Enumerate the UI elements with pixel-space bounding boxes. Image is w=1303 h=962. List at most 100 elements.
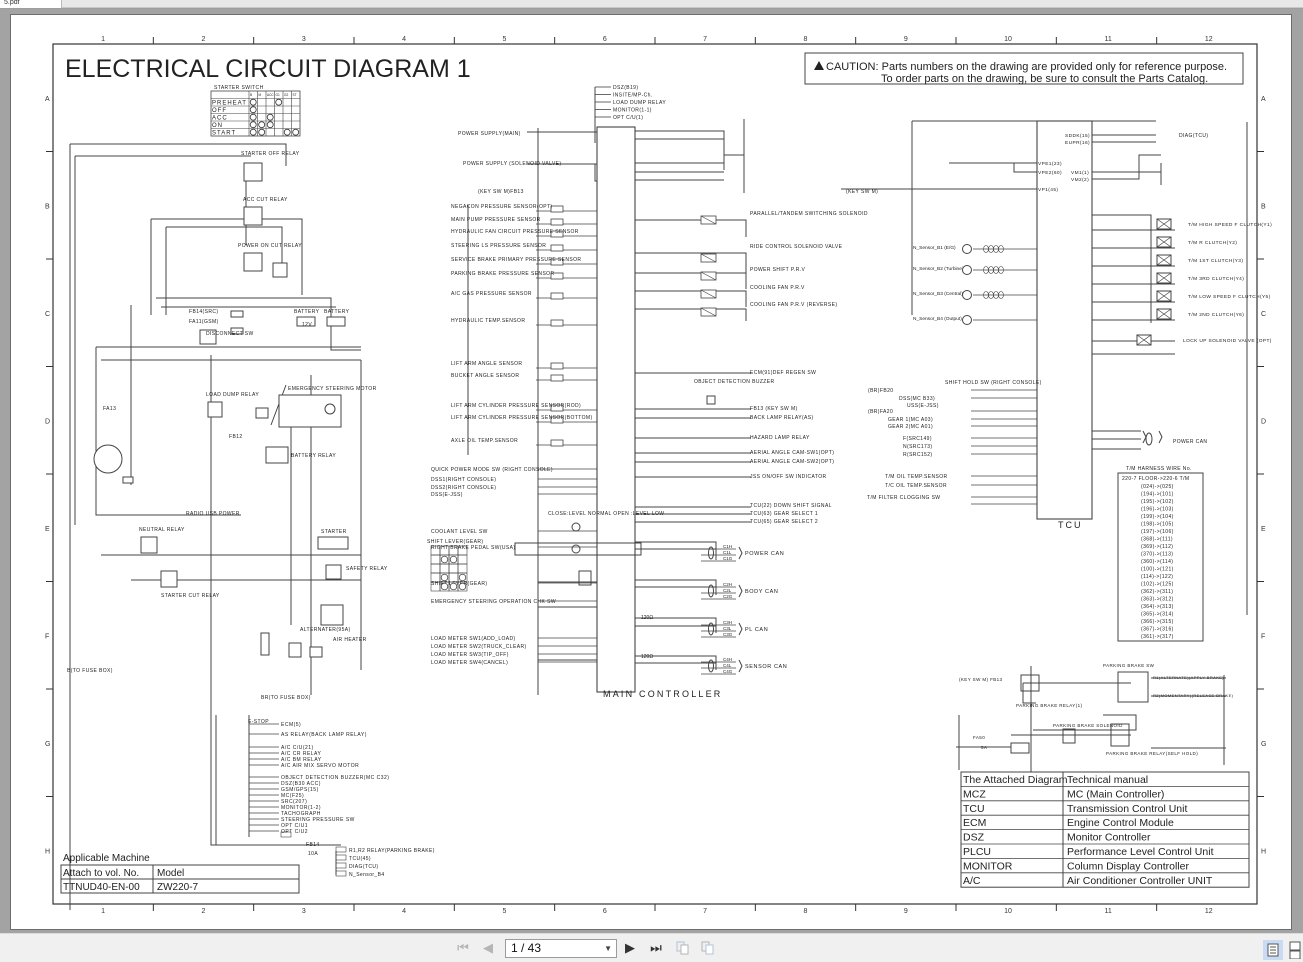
starter-row-label: ACC — [212, 116, 228, 122]
starter-col-label: G1 — [276, 93, 280, 97]
clutch-label: LOCK UP SOLENOID VALVE (OPT) — [1183, 338, 1272, 344]
sensor-connector — [550, 439, 564, 447]
harness-row: (360)->(114) — [1141, 559, 1173, 565]
tcu-input-label: USS(E-JSS) — [907, 403, 939, 409]
caution-box — [804, 52, 1244, 85]
harness-row: (364)->(313) — [1141, 604, 1174, 610]
previous-page-button[interactable]: ◀ — [483, 940, 493, 955]
grid-col-label: 7 — [703, 908, 707, 915]
tcu-power-can: POWER CAN — [1173, 439, 1207, 445]
svg-text:12V: 12V — [302, 322, 312, 328]
estop-output: AS RELAY(BACK LAMP RELAY) — [281, 732, 367, 738]
sensor-connector — [550, 374, 564, 382]
mc-symbols — [514, 395, 716, 586]
main-controller-box — [596, 126, 636, 693]
document-tab[interactable]: 5.pdf — [0, 0, 62, 8]
caution-line-1: CAUTION: Parts numbers on the drawing ar… — [826, 61, 1227, 73]
mc-switch-label: LOAD METER SW1(ADD_LOAD) — [431, 636, 516, 642]
grid-col-label: 12 — [1205, 908, 1213, 915]
grid-col-label: 12 — [1205, 36, 1213, 43]
mc-output-label: COOLING FAN P.R.V — [750, 285, 805, 291]
previous-view-button[interactable] — [675, 940, 691, 956]
svg-text:BR(TO FUSE BOX): BR(TO FUSE BOX) — [261, 695, 311, 701]
sensor-connector — [550, 218, 564, 226]
grid-row-label: F — [45, 633, 49, 640]
mc-switch-label: QUICK POWER MODE SW (RIGHT CONSOLE) — [431, 467, 553, 473]
svg-text:BATTERY: BATTERY — [294, 309, 320, 315]
grid-col-label: 2 — [202, 908, 206, 915]
grid-row-label: G — [45, 741, 50, 748]
mc-output-label: FB13 (KEY SW M) — [750, 406, 798, 412]
parking-brake-outputs: R1(ALTERNATE)(APPLY BRAKE) R2(MOMENTARY)(… — [1153, 675, 1234, 698]
abbr-definition: Column Display Controller — [1067, 860, 1189, 872]
svg-text:FB14(SRC): FB14(SRC) — [189, 309, 218, 315]
page-number-input[interactable]: 1 / 43 ▼ — [505, 939, 617, 958]
parking-brake-output: R1(ALTERNATE)(APPLY BRAKE) — [1153, 675, 1224, 680]
can-wire-label: C1H — [723, 544, 732, 549]
single-page-view-button[interactable] — [1263, 940, 1283, 960]
speed-sensor-icon — [962, 244, 972, 254]
mc-output-label: HAZARD LAMP RELAY — [750, 435, 810, 441]
tcu-input-label: T/M FILTER CLOGGING SW — [867, 495, 940, 501]
grid-col-label: 11 — [1105, 908, 1112, 915]
continuous-view-button[interactable] — [1285, 940, 1303, 960]
chevron-down-icon[interactable]: ▼ — [604, 944, 612, 953]
estop-output: SRC(207) — [281, 799, 307, 805]
tcu-input-label: T/C OIL TEMP.SENSOR — [885, 483, 947, 489]
estop-output: TACHOGRAPH — [281, 811, 321, 817]
tcu-input-label: (BR)FA20 — [868, 409, 893, 415]
mc-sensor-label: AXLE OIL TEMP.SENSOR — [451, 438, 518, 444]
svg-text:ACC CUT RELAY: ACC CUT RELAY — [243, 197, 288, 203]
mc-output-label: TCU(63) GEAR SELECT 1 — [750, 511, 818, 517]
tcu-pin: VM2(2) — [1071, 177, 1089, 183]
fb14-output-list: R1,R2 RELAY(PARKING BRAKE)TCU(45)DIAG(TC… — [335, 846, 434, 878]
parking-brake-label: PARKING BRAKE RELAY(1) — [1016, 703, 1083, 708]
abbr-term: MONITOR — [963, 860, 1013, 872]
mc-switch-label: DSS(E-JSS) — [431, 492, 463, 498]
diagram-title: ELECTRICAL CIRCUIT DIAGRAM 1 — [65, 55, 471, 83]
svg-text:STARTER CUT RELAY: STARTER CUT RELAY — [161, 593, 220, 599]
previous-view-icon — [676, 941, 689, 955]
last-page-button[interactable]: ⏭ — [650, 940, 662, 955]
next-page-button[interactable]: ▶ — [625, 940, 635, 955]
mc-switch-label: LOAD METER SW4(CANCEL) — [431, 660, 508, 666]
tcu-clutch-outputs: T/M HIGH SPEED F CLUTCH(Y1)T/M R CLUTCH(… — [1136, 218, 1272, 346]
tcu-key-sw: (KEY SW M) — [846, 189, 878, 195]
abbr-term: DSZ — [963, 832, 985, 844]
svg-text:LOAD DUMP RELAY: LOAD DUMP RELAY — [206, 392, 259, 398]
neutral-relay — [140, 536, 158, 554]
mc-wiring — [527, 87, 751, 695]
abbr-header: Technical manual — [1067, 774, 1148, 786]
harness-table — [1117, 472, 1204, 642]
twisted-pair-icon — [708, 584, 714, 598]
mc-switch-label: LOAD METER SW2(TRUCK_CLEAR) — [431, 644, 527, 650]
mc-sensor-lines — [467, 205, 717, 663]
mc-output-label: AERIAL ANGLE CAM-SW1(OPT) — [750, 450, 834, 456]
abbr-definition: Performance Level Control Unit — [1067, 846, 1214, 858]
can-wire-label: C2L — [723, 588, 732, 593]
grid-row-label: H — [1261, 848, 1266, 855]
abbr-term: A/C — [963, 875, 981, 887]
abbr-definition: Transmission Control Unit — [1067, 803, 1187, 815]
speed-sensor-icon — [962, 315, 972, 325]
svg-text:EMERGENCY STEERING MOTOR: EMERGENCY STEERING MOTOR — [288, 386, 377, 392]
tcu-pin-labels: SDDK(15)EUPR(16)VPE1(23)VPE2(60)VM1(1)VM… — [1038, 133, 1090, 193]
grid-col-label: 10 — [1004, 908, 1012, 915]
mc-output-label: RIDE CONTROL SOLENOID VALVE — [750, 244, 843, 250]
caution-line-2: To order parts on the drawing, be sure t… — [881, 73, 1208, 85]
abbr-definition: MC (Main Controller) — [1067, 788, 1164, 800]
first-page-button[interactable]: ⏮ — [457, 940, 469, 955]
harness-row: (368)->(111) — [1141, 537, 1173, 543]
next-view-button[interactable] — [700, 940, 716, 956]
harness-title: T/M HARNESS WIRE No. — [1126, 466, 1192, 472]
grid-col-label: 9 — [904, 908, 908, 915]
can-wire-label: C2H — [723, 582, 732, 587]
grid-col-label: 6 — [603, 908, 607, 915]
parking-brake-output: R2(MOMENTARY)(RELEASE BRAKE) — [1153, 693, 1234, 698]
can-bus-label: BODY CAN — [745, 589, 778, 595]
grid-row-label: E — [45, 526, 50, 533]
starter-cut-relay — [160, 570, 178, 588]
svg-text:STARTER: STARTER — [321, 529, 347, 535]
